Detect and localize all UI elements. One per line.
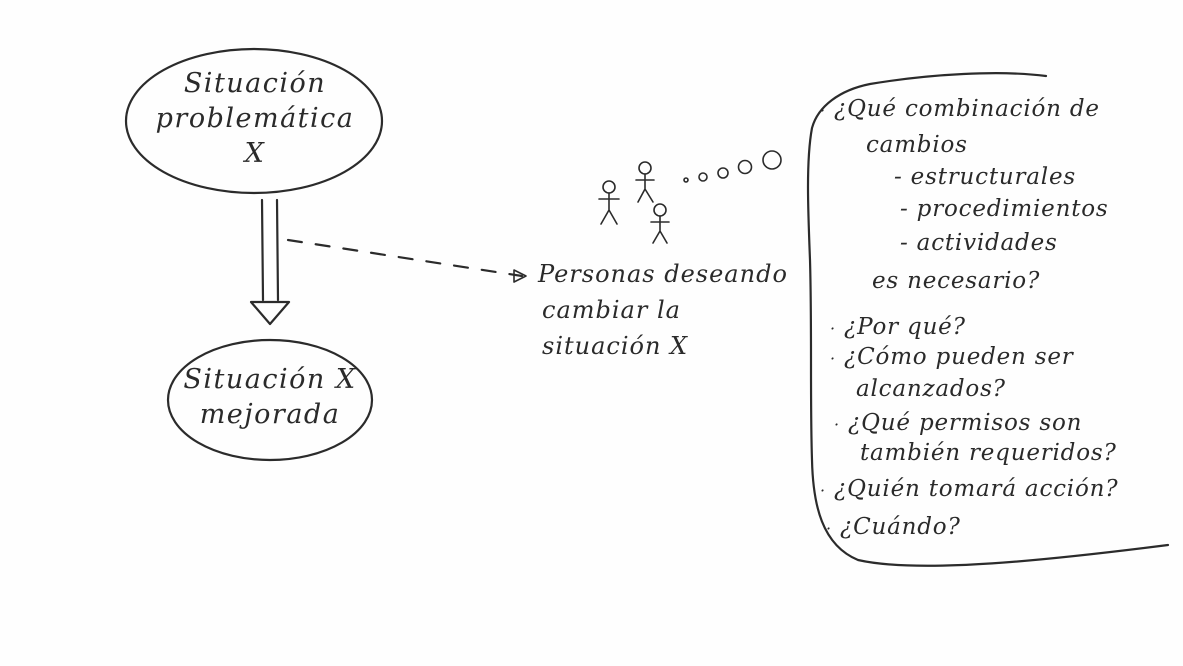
transition-arrow <box>249 198 291 326</box>
node-problem-line3: X <box>244 138 266 169</box>
node-problem-line2: problemática <box>155 103 355 134</box>
dashed-arrow <box>286 238 527 283</box>
question-4-line2: también requeridos? <box>860 440 1117 466</box>
node-problem-line1: Situación <box>183 68 327 99</box>
bullet-dot: · <box>834 415 840 434</box>
question-4-line1: · ¿Qué permisos son <box>834 410 1083 436</box>
thought-bubbles <box>683 150 782 183</box>
node-problem-ellipse <box>124 47 384 195</box>
persons-line3: situación X <box>542 332 689 360</box>
persons-line1: Personas deseando <box>538 260 788 288</box>
bullet-dot: · <box>830 319 836 338</box>
persons-line2: cambiar la <box>542 296 681 324</box>
stick-figure-3 <box>650 203 670 244</box>
question-3-line2: alcanzados? <box>856 376 1006 402</box>
node-problem-text: Situación problemática X <box>150 70 360 167</box>
question-3-line1: · ¿Cómo pueden ser <box>830 344 1074 370</box>
node-improved-text: Situación X mejorada <box>170 366 370 428</box>
question-2: · ¿Por qué? <box>830 314 966 340</box>
node-improved-line2: mejorada <box>199 399 341 430</box>
node-improved-ellipse <box>166 338 374 462</box>
persons-label: Personas deseando cambiar la situación X <box>538 262 788 358</box>
node-improved-line1: Situación X <box>183 364 357 395</box>
bullet-dot: · <box>820 101 826 120</box>
stick-figure-2 <box>635 161 655 203</box>
question-1-line3: es necesario? <box>872 268 1041 294</box>
question-1-line1: · ¿Qué combinación de <box>820 96 1100 122</box>
question-1-item2: - procedimientos <box>900 196 1109 222</box>
bullet-dot: · <box>830 349 836 368</box>
stick-figure-1 <box>598 180 620 225</box>
bullet-dot: · <box>826 519 832 538</box>
question-1-item3: - actividades <box>900 230 1058 256</box>
question-cloud-outline <box>806 72 1170 567</box>
question-1-item1: - estructurales <box>894 164 1076 190</box>
question-1-line2: cambios <box>866 132 968 158</box>
bullet-dot: · <box>820 481 826 500</box>
question-6: · ¿Cuándo? <box>826 514 961 540</box>
question-5: · ¿Quién tomará acción? <box>820 476 1119 502</box>
